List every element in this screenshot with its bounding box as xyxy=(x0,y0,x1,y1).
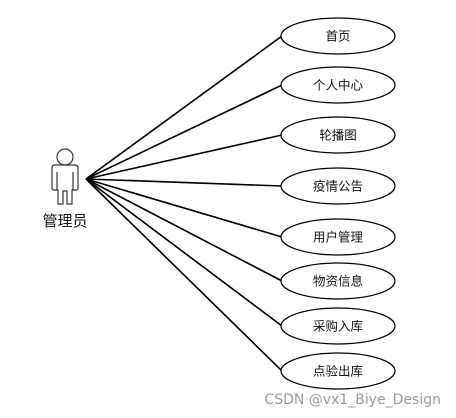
use-case-personal-center: 个人中心 xyxy=(280,66,396,104)
use-case-user-management: 用户管理 xyxy=(280,218,396,256)
association-line xyxy=(85,35,283,180)
person-icon xyxy=(51,148,79,205)
watermark: CSDN @vx1_Biye_Design xyxy=(264,392,441,408)
association-line xyxy=(85,178,283,372)
use-case-supplies-info: 物资信息 xyxy=(280,262,396,300)
use-case-label: 点验出库 xyxy=(313,364,363,379)
use-case-label: 采购入库 xyxy=(313,319,363,334)
use-case-check-outbound: 点验出库 xyxy=(280,352,396,390)
use-case-list: 首页 个人中心 轮播图 疫情公告 用户管理 物资信息 采购入库 点验出库 xyxy=(280,17,396,390)
use-case-home: 首页 xyxy=(280,17,396,55)
use-case-label: 物资信息 xyxy=(313,274,363,289)
use-case-label: 个人中心 xyxy=(313,78,364,93)
association-line xyxy=(85,178,283,187)
association-line xyxy=(85,84,283,180)
use-case-carousel: 轮播图 xyxy=(280,116,396,154)
use-case-label: 首页 xyxy=(325,29,350,44)
actor-label: 管理员 xyxy=(42,212,87,230)
use-case-label: 轮播图 xyxy=(319,128,357,143)
actor: 管理员 xyxy=(42,148,88,230)
use-case-label: 用户管理 xyxy=(313,230,364,245)
association-line xyxy=(85,178,283,327)
use-case-label: 疫情公告 xyxy=(313,179,363,194)
use-case-epidemic-notice: 疫情公告 xyxy=(280,167,396,205)
association-line xyxy=(85,178,283,238)
association-lines xyxy=(85,35,283,372)
use-case-purchase-inbound: 采购入库 xyxy=(280,307,396,345)
association-line xyxy=(85,134,283,180)
association-line xyxy=(85,178,283,282)
